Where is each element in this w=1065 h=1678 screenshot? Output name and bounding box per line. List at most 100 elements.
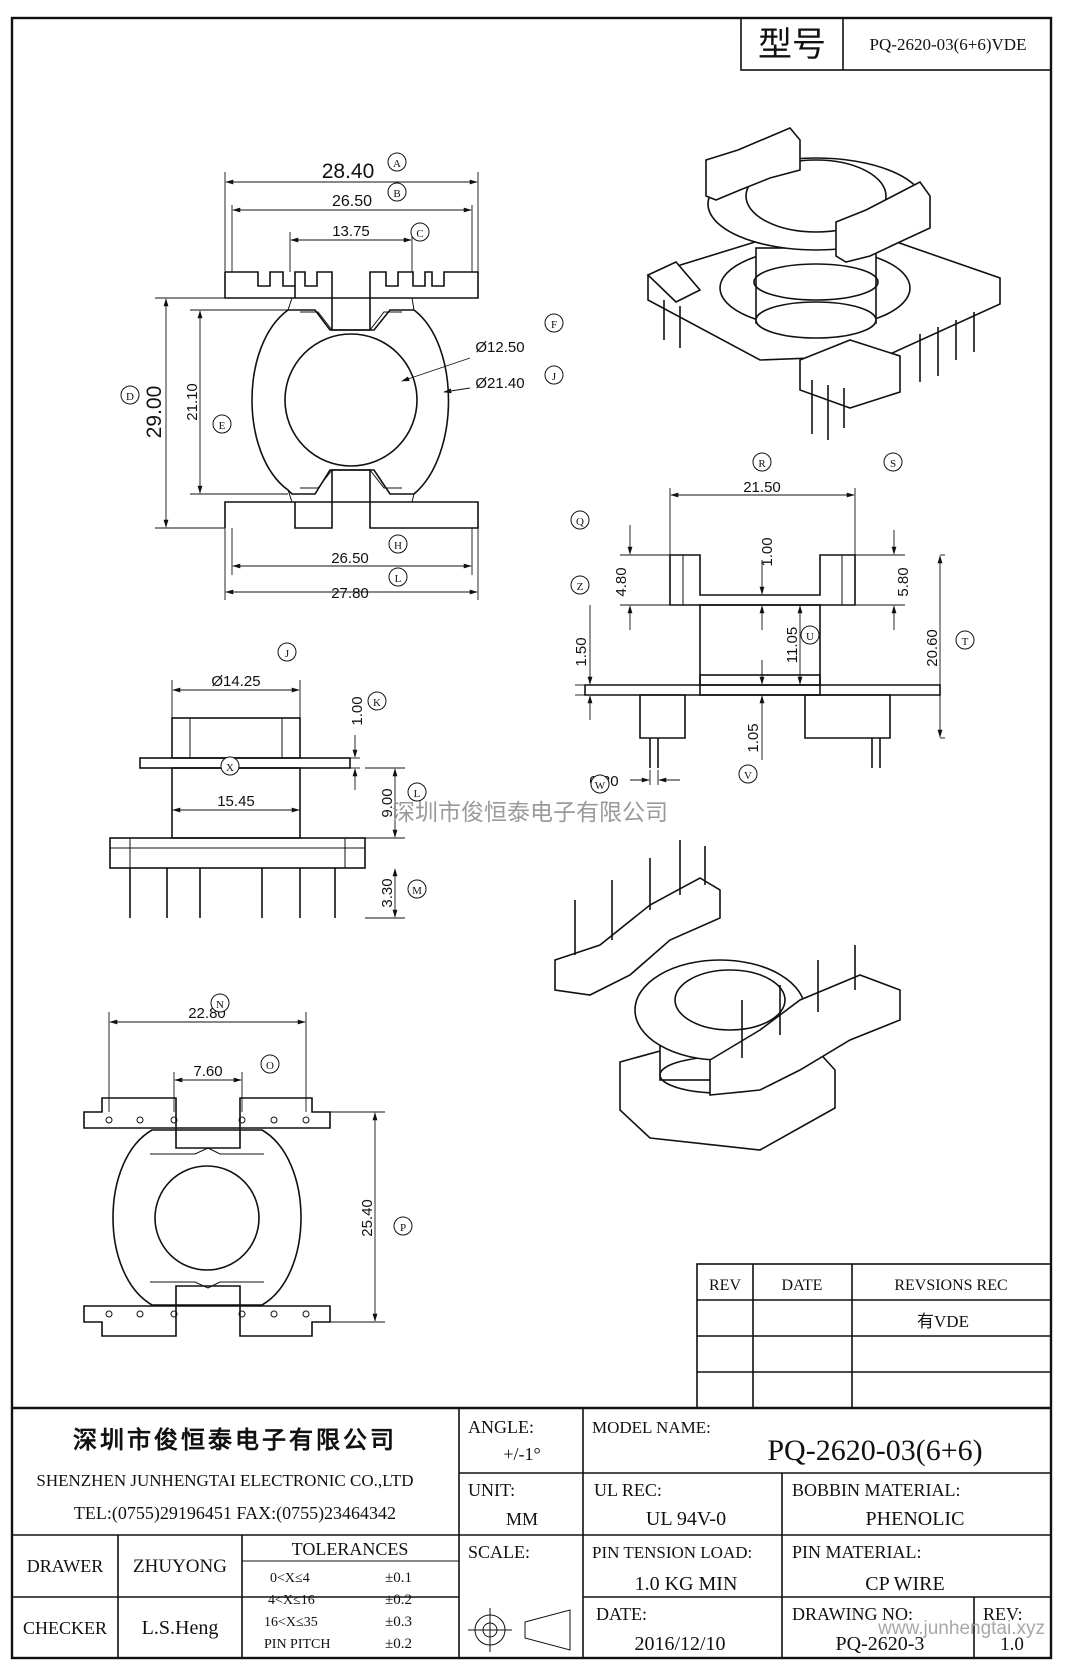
svg-text:Z: Z xyxy=(577,581,584,593)
dim-28-40: 28.40 xyxy=(322,160,375,183)
top-view: 28.40 26.50 13.75 29.00 21.10 Ø12.50 Ø21… xyxy=(143,160,525,602)
dim-1-00-front: 1.00 xyxy=(349,696,366,725)
rev-header-rev: REV xyxy=(709,1277,741,1294)
label-d: D xyxy=(120,385,140,405)
svg-text:H: H xyxy=(394,540,402,552)
svg-text:U: U xyxy=(806,631,814,643)
reference-labels: A B C D E F J H L R S Q Z T U V W J K X … xyxy=(120,152,975,1236)
svg-text:V: V xyxy=(744,770,752,782)
dim-d14-25: Ø14.25 xyxy=(211,673,260,690)
label-r: R xyxy=(752,452,772,472)
svg-text:J: J xyxy=(285,648,290,660)
dim-15-45: 15.45 xyxy=(217,793,255,810)
svg-text:S: S xyxy=(890,458,896,470)
dim-d21-40: Ø21.40 xyxy=(475,375,524,392)
svg-text:P: P xyxy=(400,1222,406,1234)
label-j-front: J xyxy=(277,642,297,662)
drawer-value: ZHUYONG xyxy=(133,1556,227,1577)
svg-text:Q: Q xyxy=(576,516,584,528)
dim-13-75: 13.75 xyxy=(332,223,370,240)
tolerance-value-1: ±0.1 xyxy=(385,1570,412,1586)
svg-text:K: K xyxy=(373,697,381,709)
company-name-en: SHENZHEN JUNHENGTAI ELECTRONIC CO.,LTD xyxy=(36,1471,413,1490)
unit-label: UNIT: xyxy=(468,1480,515,1500)
tolerance-range-4: PIN PITCH xyxy=(264,1637,331,1652)
drawing-no-value: PQ-2620-3 xyxy=(836,1633,925,1655)
svg-text:R: R xyxy=(758,458,766,470)
pin-material-value: CP WIRE xyxy=(865,1573,944,1595)
label-u: U xyxy=(800,625,820,645)
unit-value: MM xyxy=(506,1509,538,1529)
projection-symbol xyxy=(468,1608,571,1652)
label-j: J xyxy=(544,365,564,385)
dim-26-50-b: 26.50 xyxy=(331,550,369,567)
svg-text:O: O xyxy=(266,1060,274,1072)
label-z: Z xyxy=(570,575,590,595)
svg-text:C: C xyxy=(416,228,423,240)
side-view: 21.50 4.80 1.00 5.80 1.50 11.05 20.60 1.… xyxy=(573,479,945,790)
label-q: Q xyxy=(570,510,590,530)
pin-tension-label: PIN TENSION LOAD: xyxy=(592,1543,752,1562)
svg-text:T: T xyxy=(962,636,969,648)
svg-text:N: N xyxy=(216,999,224,1011)
angle-label: ANGLE: xyxy=(468,1417,534,1437)
ul-rec-value: UL 94V-0 xyxy=(646,1508,726,1530)
bottom-view: 22.80 7.60 25.40 xyxy=(83,1005,385,1337)
dim-5-80: 5.80 xyxy=(895,567,912,596)
svg-text:D: D xyxy=(126,391,134,403)
company-tel-fax: TEL:(0755)29196451 FAX:(0755)23464342 xyxy=(74,1503,396,1524)
label-l-front: L xyxy=(407,782,427,802)
tolerance-range-2: 4<X≤16 xyxy=(268,1593,315,1608)
model-name-value: PQ-2620-03(6+6) xyxy=(767,1434,982,1467)
tolerance-value-2: ±0.2 xyxy=(385,1592,412,1608)
label-o: O xyxy=(260,1054,280,1074)
isometric-view-bottom xyxy=(554,840,901,1151)
svg-text:W: W xyxy=(595,780,606,792)
company-name-cn: 深圳市俊恒泰电子有限公司 xyxy=(73,1426,397,1454)
revisions-table: REV DATE REVSIONS REC 有VDE xyxy=(696,1263,1052,1409)
drawing-frame xyxy=(10,16,1053,1660)
tolerance-value-4: ±0.2 xyxy=(385,1636,412,1652)
svg-text:L: L xyxy=(395,573,402,585)
dim-4-80: 4.80 xyxy=(613,567,630,596)
label-v: V xyxy=(738,764,758,784)
tolerance-range-1: 0<X≤4 xyxy=(270,1571,310,1586)
watermark: 深圳市俊恒泰电子有限公司 xyxy=(392,799,668,825)
checker-value: L.S.Heng xyxy=(142,1617,219,1639)
date-label: DATE: xyxy=(596,1604,647,1624)
label-t: T xyxy=(955,630,975,650)
dim-21-10: 21.10 xyxy=(184,383,201,421)
label-w: W xyxy=(590,774,610,794)
dim-7-60: 7.60 xyxy=(193,1063,222,1080)
dim-9-00: 9.00 xyxy=(379,788,396,817)
scale-label: SCALE: xyxy=(468,1542,530,1562)
date-value: 2016/12/10 xyxy=(634,1633,725,1655)
title-block: 深圳市俊恒泰电子有限公司 SHENZHEN JUNHENGTAI ELECTRO… xyxy=(12,1406,1051,1658)
model-header: 型号 PQ-2620-03(6+6)VDE xyxy=(740,17,1052,71)
svg-text:F: F xyxy=(551,319,557,331)
model-name-label: MODEL NAME: xyxy=(592,1418,711,1437)
label-f: F xyxy=(544,313,564,333)
label-h: H xyxy=(388,534,408,554)
label-e: E xyxy=(212,414,232,434)
svg-text:X: X xyxy=(226,762,234,774)
ul-rec-label: UL REC: xyxy=(594,1480,662,1500)
dim-27-80: 27.80 xyxy=(331,585,369,602)
angle-value: +/-1° xyxy=(503,1444,540,1464)
dim-1-50: 1.50 xyxy=(573,637,590,666)
dim-d12-50: Ø12.50 xyxy=(475,339,524,356)
svg-text:B: B xyxy=(393,188,400,200)
label-x: X xyxy=(220,756,240,776)
rev-header-rec: REVSIONS REC xyxy=(894,1277,1007,1294)
front-view: Ø14.25 1.00 15.45 9.00 3.30 xyxy=(109,673,405,919)
bobbin-material-label: BOBBIN MATERIAL: xyxy=(792,1480,961,1500)
model-value: PQ-2620-03(6+6)VDE xyxy=(870,35,1027,54)
isometric-view-top xyxy=(646,127,1001,440)
dim-11-05: 11.05 xyxy=(784,627,801,663)
checker-label: CHECKER xyxy=(23,1618,107,1638)
label-a: A xyxy=(387,152,407,172)
bobbin-material-value: PHENOLIC xyxy=(866,1508,965,1530)
rev-row-1-rec: 有VDE xyxy=(917,1312,969,1331)
website-watermark: www.junhengtai.xyz xyxy=(877,1618,1045,1639)
